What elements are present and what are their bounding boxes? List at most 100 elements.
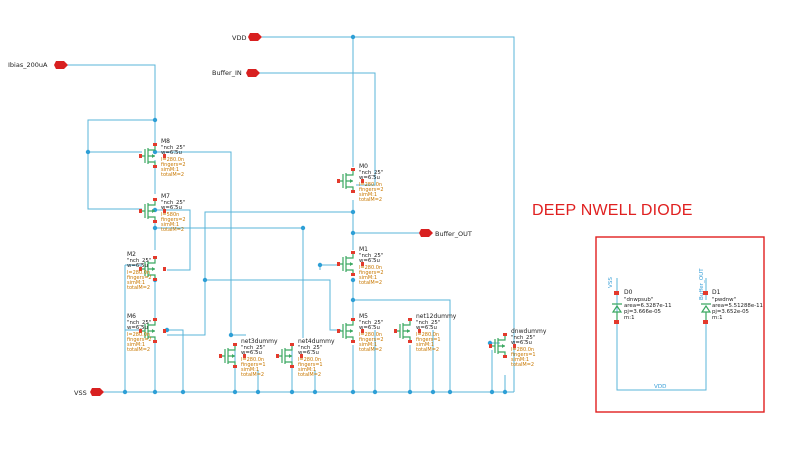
label-name: net12dummy xyxy=(416,313,457,320)
junction-dot xyxy=(152,225,158,231)
diode-bufout-label: Buffer_OUT xyxy=(699,268,705,300)
junction-dot xyxy=(255,389,261,395)
label-fingers: fingers=2 xyxy=(359,337,384,343)
label-fingers: fingers=1 xyxy=(416,337,441,343)
transistor-dnwdummy[interactable]: dnwdummy"nch_25"w=6.5ul=280.0nfingers=1s… xyxy=(489,328,547,368)
diode-d0[interactable]: D0 "dnwpsub" area=6.3287e-11 pj=3.666e-0… xyxy=(611,289,672,324)
label-l: l=280.0n xyxy=(127,270,150,276)
junction-dot xyxy=(430,389,436,395)
label-l: l=280.0n xyxy=(511,347,534,353)
diagram-title: DEEP NWELL DIODE xyxy=(532,202,693,219)
junction-dot xyxy=(447,389,453,395)
label-totalM: totalM=2 xyxy=(161,227,184,233)
junction-dot xyxy=(372,389,378,395)
transistor-m0[interactable]: M0"nch_25"w=6.5ul=280.0nfingers=2simM:1t… xyxy=(337,163,384,203)
buffer-out-pin[interactable]: Buffer_OUT xyxy=(419,229,472,238)
transistor-m8[interactable]: M8"nch_25"w=6.5ul=280.0nfingers=2simM:1t… xyxy=(139,138,186,178)
junction-dot xyxy=(180,389,186,395)
label-l: l=280.0n xyxy=(161,157,184,163)
label-w: w=6.5u xyxy=(161,205,182,211)
junction-dot xyxy=(502,389,508,395)
label-name: net3dummy xyxy=(241,338,278,345)
junction-dot xyxy=(202,277,208,283)
d1-model: "pwdnw" xyxy=(712,297,736,303)
transistor-m6[interactable]: M6"nch_25"w=6.5ul=280.0nfingers=2simM:1t… xyxy=(127,313,166,353)
label-model: "nch_25" xyxy=(127,320,151,326)
label-model: "nch_25" xyxy=(161,200,185,206)
label-w: w=6.5u xyxy=(359,258,380,264)
diode-vss-label: VSS xyxy=(608,277,614,288)
devices: M8"nch_25"w=6.5ul=280.0nfingers=2simM:1t… xyxy=(127,138,547,378)
vss-pin-label: VSS xyxy=(74,389,87,397)
transistor-net3dummy[interactable]: net3dummy"nch_25"w=6.5ul=280.0nfingers=1… xyxy=(219,338,278,378)
transistor-net4dummy[interactable]: net4dummy"nch_25"w=6.5ul=280.0nfingers=1… xyxy=(276,338,335,378)
junction-dot xyxy=(85,149,91,155)
label-fingers: fingers=2 xyxy=(161,217,186,223)
diode-d1[interactable]: D1 "pwdnw" area=5.51288e-11 pj=3.652e-05… xyxy=(700,289,763,324)
label-model: "nch_25" xyxy=(127,258,151,264)
d1-name: D1 xyxy=(712,289,721,296)
junction-dot xyxy=(350,297,356,303)
junction-dot xyxy=(300,225,306,231)
label-w: w=6.5u xyxy=(359,325,380,331)
label-name: M2 xyxy=(127,251,136,258)
junction-dot xyxy=(317,262,323,268)
label-w: w=6.5u xyxy=(161,150,182,156)
junction-dot xyxy=(489,389,495,395)
label-w: w=6.5u xyxy=(127,263,148,269)
buffer-out-pin-label: Buffer_OUT xyxy=(435,230,472,238)
d1-area: area=5.51288e-11 xyxy=(712,303,763,309)
label-fingers: fingers=2 xyxy=(127,275,152,281)
label-totalM: totalM=2 xyxy=(359,280,382,286)
label-w: w=6.5u xyxy=(298,350,319,356)
transistor-m1[interactable]: M1"nch_25"w=6.5ul=280.0nfingers=2simM:1t… xyxy=(337,246,384,286)
diode-box-frame xyxy=(595,236,765,413)
label-simM: simM:1 xyxy=(416,342,434,348)
label-l: l=280.0n xyxy=(127,332,150,338)
label-model: "nch_25" xyxy=(161,145,185,151)
junction-dot xyxy=(122,389,128,395)
diode-vdd-label: VDD xyxy=(654,384,666,390)
label-l: l=280.0n xyxy=(359,265,382,271)
transistor-m5[interactable]: M5"nch_25"w=6.5ul=280.0nfingers=2simM:1t… xyxy=(337,313,384,353)
label-totalM: totalM=2 xyxy=(161,172,184,178)
label-totalM: totalM=2 xyxy=(416,347,439,353)
label-simM: simM:1 xyxy=(127,280,145,286)
d0-name: D0 xyxy=(624,289,633,296)
label-w: w=6.5u xyxy=(511,340,532,346)
label-fingers: fingers=2 xyxy=(127,337,152,343)
label-simM: simM:1 xyxy=(127,342,145,348)
label-fingers: fingers=1 xyxy=(241,362,266,368)
transistor-m2[interactable]: M2"nch_25"w=6.5ul=280.0nfingers=2simM:1t… xyxy=(127,251,166,291)
junction-dot xyxy=(350,277,356,283)
label-fingers: fingers=2 xyxy=(359,270,384,276)
ibias-pin[interactable]: Ibias_200uA xyxy=(8,61,68,69)
label-l: l=280.0n xyxy=(241,357,264,363)
label-l: l=280.0n xyxy=(416,332,439,338)
label-model: "nch_25" xyxy=(511,335,535,341)
transistor-m7[interactable]: M7"nch_25"w=6.5ul=580nfingers=2simM:1tot… xyxy=(139,193,186,233)
junction-dot xyxy=(350,209,356,215)
label-name: M8 xyxy=(161,138,170,145)
d0-m: m:1 xyxy=(624,315,635,321)
d1-m: m:1 xyxy=(712,315,723,321)
junction-dot xyxy=(350,230,356,236)
junction-dot xyxy=(407,389,413,395)
vdd-pin[interactable]: VDD xyxy=(232,33,262,42)
label-simM: simM:1 xyxy=(161,167,179,173)
label-model: "nch_25" xyxy=(241,345,265,351)
junction-dot xyxy=(232,389,238,395)
label-name: M0 xyxy=(359,163,368,170)
vss-pin[interactable]: VSS xyxy=(74,388,104,397)
label-name: M5 xyxy=(359,313,368,320)
label-simM: simM:1 xyxy=(359,192,377,198)
buffer-in-pin[interactable]: Buffer_IN xyxy=(212,69,260,77)
transistor-net12dummy[interactable]: net12dummy"nch_25"w=6.5ul=280.0nfingers=… xyxy=(394,313,457,353)
d0-model: "dnwpsub" xyxy=(624,297,653,303)
junction-dot xyxy=(152,149,158,155)
label-totalM: totalM=2 xyxy=(127,347,150,353)
label-name: dnwdummy xyxy=(511,328,547,335)
label-l: l=280.0n xyxy=(359,182,382,188)
vdd-pin-label: VDD xyxy=(232,34,246,42)
